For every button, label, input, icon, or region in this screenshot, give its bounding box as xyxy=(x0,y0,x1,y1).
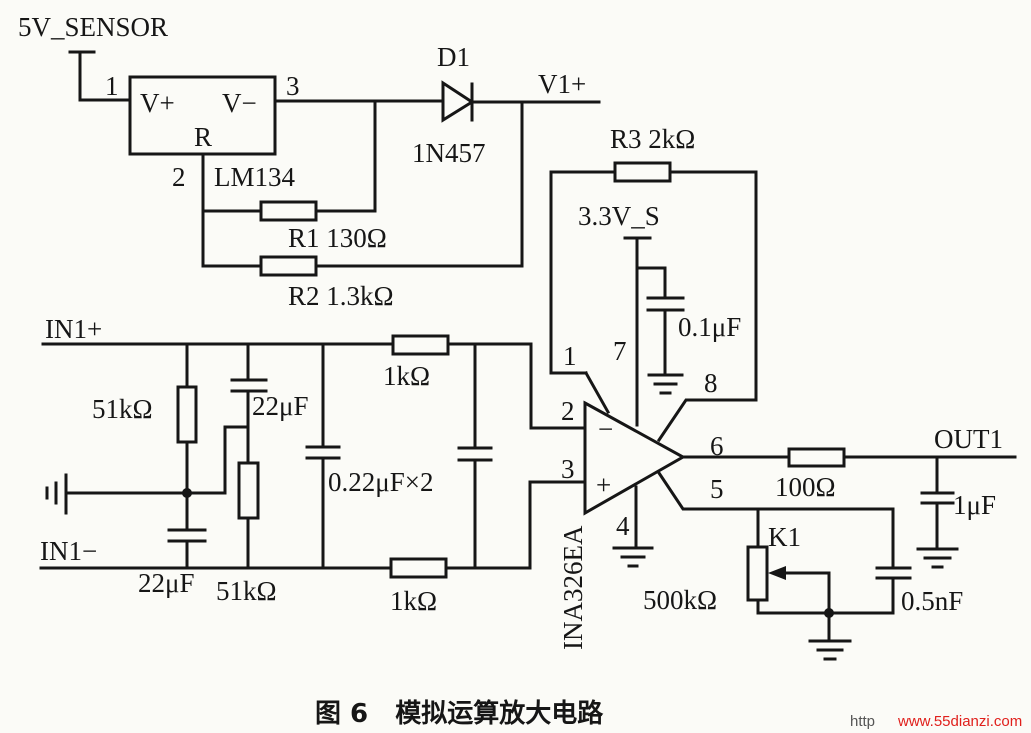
r3-label: R3 2kΩ xyxy=(610,124,695,154)
opamp-pin7: 7 xyxy=(613,336,627,366)
watermark-prefix: http xyxy=(850,713,875,730)
r1-label: R1 130Ω xyxy=(288,223,387,253)
net-in1-pos: IN1+ xyxy=(45,314,102,344)
figure-caption: 图 6 模拟运算放大电路 xyxy=(315,698,604,729)
wire-output xyxy=(681,455,1017,551)
opamp-pin3: 3 xyxy=(561,454,575,484)
resistor-r1 xyxy=(259,200,318,222)
out-r-label: 100Ω xyxy=(775,472,836,502)
opamp-pin4: 4 xyxy=(616,511,630,541)
wiper-arrow-icon xyxy=(768,566,786,580)
resistor-51k-mid xyxy=(237,461,260,520)
wire-3v3-decouple xyxy=(623,236,685,427)
resistor-1k-top xyxy=(391,334,450,356)
lm134-vplus: V+ xyxy=(140,88,175,118)
net-out1: OUT1 xyxy=(934,424,1003,454)
ground-icon xyxy=(916,547,959,569)
ground-icon xyxy=(612,485,654,568)
resistor-r3 xyxy=(613,161,672,183)
net-3v3: 3.3V_S xyxy=(578,201,660,231)
wire-left-branch xyxy=(167,342,207,570)
resistor-1k-bottom xyxy=(389,557,448,579)
pot-value: 500kΩ xyxy=(643,585,717,615)
wire-r1-r2 xyxy=(201,99,524,268)
opamp-pin5: 5 xyxy=(710,474,724,504)
lm134-pin2: 2 xyxy=(172,162,186,192)
wire-v1 xyxy=(273,99,601,104)
ground-icon xyxy=(647,373,684,395)
c-supply-label: 0.1μF xyxy=(678,312,741,342)
r2-label: R2 1.3kΩ xyxy=(288,281,394,311)
r-top-label: 1kΩ xyxy=(383,361,430,391)
watermark-site: www.55dianzi.com xyxy=(897,713,1022,730)
wire-ground-node xyxy=(64,425,250,495)
resistor-r2 xyxy=(259,255,318,277)
opamp-pin2: 2 xyxy=(561,396,575,426)
lm134-pin3: 3 xyxy=(286,71,300,101)
opamp-pin1: 1 xyxy=(563,341,577,371)
opamp-part: INA326EA xyxy=(558,525,588,650)
wire-mid-branch xyxy=(230,342,268,570)
opamp-plus: + xyxy=(596,470,611,500)
out-c-label: 1μF xyxy=(953,490,996,520)
r-bottom-label: 1kΩ xyxy=(390,586,437,616)
lm134-body xyxy=(128,75,277,156)
lm134-label: LM134 xyxy=(214,162,296,192)
opamp-pin8: 8 xyxy=(704,368,718,398)
net-5v-sensor: 5V_SENSOR xyxy=(18,12,168,42)
c-fb-label: 0.5nF xyxy=(901,586,963,616)
opamp-symbol xyxy=(583,400,687,516)
lm134-vminus: V− xyxy=(222,88,257,118)
ground-icon xyxy=(808,611,852,661)
opamp-minus: − xyxy=(598,414,613,444)
c-pair-label: 0.22μF×2 xyxy=(328,467,433,497)
net-v1: V1+ xyxy=(538,69,586,99)
lm134-r: R xyxy=(194,122,212,152)
diode-ref: D1 xyxy=(437,42,470,72)
supply-terminal xyxy=(68,50,132,102)
capacitor-0-22uf-b xyxy=(457,342,493,570)
c-mid-label: 22μF xyxy=(252,391,309,421)
diode-part: 1N457 xyxy=(412,138,486,168)
c-left-label: 22μF xyxy=(138,568,195,598)
capacitor-0-22uf-a xyxy=(305,342,341,570)
lm134-pin1: 1 xyxy=(105,71,119,101)
pot-ref: K1 xyxy=(768,522,801,552)
resistor-51k-left xyxy=(176,385,198,444)
wire-inputs xyxy=(39,342,587,570)
opamp-pin6: 6 xyxy=(710,431,724,461)
pot-wiper xyxy=(778,571,831,615)
resistor-100 xyxy=(787,447,846,468)
net-in1-neg: IN1− xyxy=(40,536,97,566)
r-left-label: 51kΩ xyxy=(92,394,153,424)
r-mid-label: 51kΩ xyxy=(216,576,277,606)
diode-symbol xyxy=(441,80,475,123)
ground-icon xyxy=(45,473,68,515)
wire-r3-gain xyxy=(549,170,758,443)
potentiometer-k1 xyxy=(746,545,769,602)
